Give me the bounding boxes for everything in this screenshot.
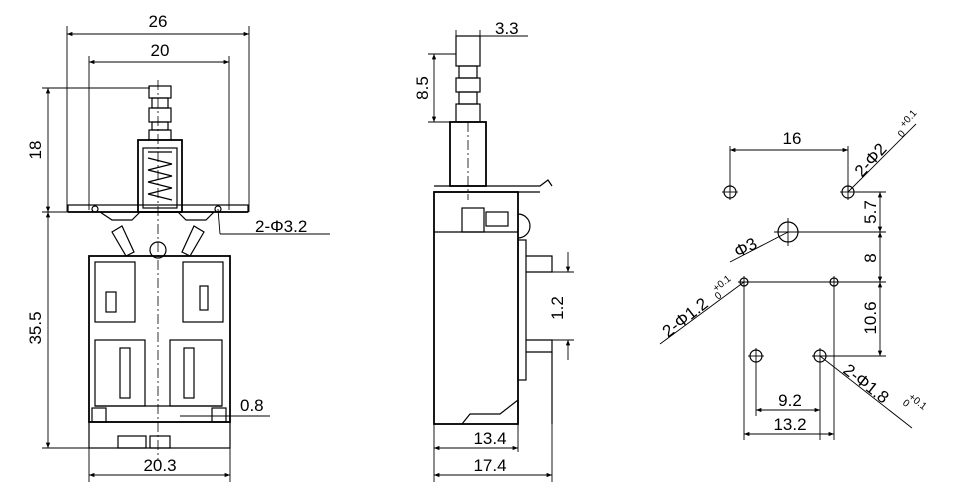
label-hole-1-8-tol: +0.1 (906, 392, 929, 413)
dim-5-7: 5.7 (861, 200, 880, 224)
dim-pin-pitch-1-2: 1.2 (548, 296, 567, 320)
dim-13-2: 13.2 (773, 415, 806, 434)
side-view: 3.3 8.5 1.2 (413, 19, 574, 482)
label-hole-2-tol-low: 0 (896, 128, 908, 140)
label-holes-3-2: 2-Φ3.2 (255, 217, 307, 236)
dim-total-depth-17-4: 17.4 (473, 456, 506, 475)
dim-body-depth-13-4: 13.4 (473, 429, 506, 448)
dim-10-6: 10.6 (861, 301, 880, 334)
label-hole-1-2: 2-Φ1.2 (659, 294, 712, 341)
dim-8: 8 (861, 253, 880, 262)
pcb-layout: 16 2-Φ2 0 +0.1 5.7 Φ3 8 2-Φ1.2 0 +0.1 (659, 108, 929, 440)
dim-height-35-5: 35.5 (26, 311, 45, 344)
front-view: 26 20 18 35.5 2-Φ3.2 (26, 12, 330, 482)
dim-gap-0-8: 0.8 (240, 396, 264, 415)
dim-width-20: 20 (151, 41, 170, 60)
label-hole-1-2-tol: +0.1 (711, 273, 734, 294)
dim-plunger-width-3-3: 3.3 (495, 19, 519, 38)
dim-height-18: 18 (26, 141, 45, 160)
label-center-hole: Φ3 (731, 234, 760, 262)
label-hole-2: 2-Φ2 (851, 140, 891, 181)
label-hole-1-8: 2-Φ1.8 (840, 360, 893, 407)
label-hole-2-tol: +0.1 (898, 108, 920, 130)
dim-plunger-height-8-5: 8.5 (413, 76, 432, 100)
dim-width-26: 26 (149, 12, 168, 31)
dim-9-2: 9.2 (778, 391, 802, 410)
label-hole-1-8-tol-low: 0 (900, 398, 912, 410)
label-hole-1-2-tol-low: 0 (713, 290, 725, 302)
dim-base-width-20-3: 20.3 (143, 456, 176, 475)
dim-pitch-16: 16 (783, 129, 802, 148)
